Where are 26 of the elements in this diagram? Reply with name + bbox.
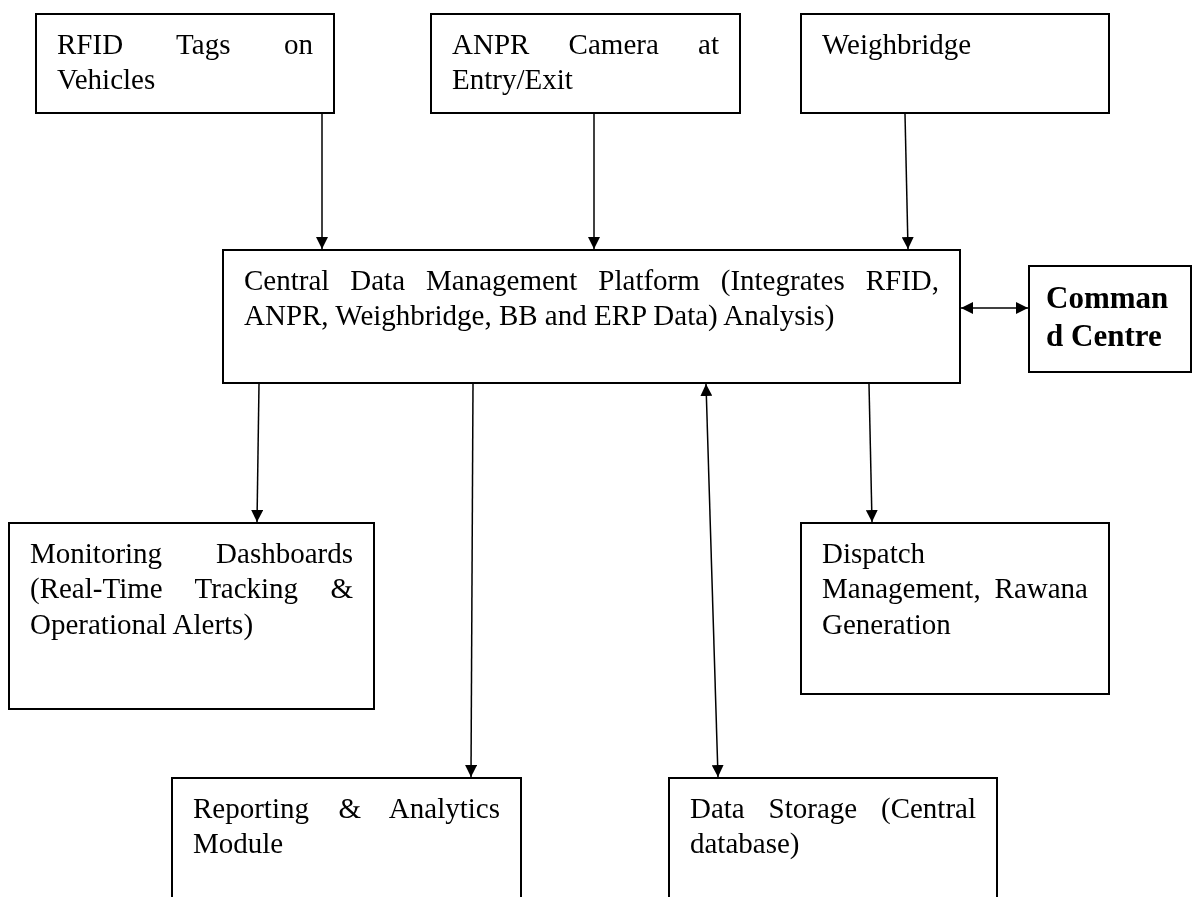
- process-box: [171, 777, 522, 897]
- box-text: Data Storage (Central database): [690, 791, 976, 862]
- arrow: [700, 383, 724, 778]
- box-text: Command Centre: [1046, 279, 1170, 355]
- arrow: [960, 302, 1029, 314]
- process-box: [8, 522, 375, 710]
- process-box: [800, 522, 1110, 695]
- arrow: [865, 383, 878, 523]
- box-text: Weighbridge: [822, 27, 973, 62]
- process-box: [668, 777, 998, 897]
- arrow: [588, 113, 600, 250]
- arrow: [251, 383, 264, 523]
- box-text: Monitoring Dashboards (Real-Time Tracking & Operational Alerts): [30, 536, 353, 642]
- arrow: [901, 113, 914, 250]
- platform-box: [222, 249, 961, 384]
- box-text: Central Data Management Platform (Integrates RFID, ANPR, Weighbridge, BB and ERP Data) Analysis): [244, 263, 939, 334]
- box-text: RFID Tags on Vehicles: [57, 27, 313, 98]
- box-text: ANPR Camera at Entry/Exit: [452, 27, 719, 98]
- box-text: Dispatch Management, Rawana Generation: [822, 536, 1088, 642]
- process-box: [430, 13, 741, 114]
- process-box: [35, 13, 335, 114]
- box-text: Reporting & Analytics Module: [193, 791, 500, 862]
- arrow: [316, 113, 328, 250]
- command-box: [1028, 265, 1192, 373]
- process-box: [800, 13, 1110, 114]
- arrow: [465, 383, 478, 778]
